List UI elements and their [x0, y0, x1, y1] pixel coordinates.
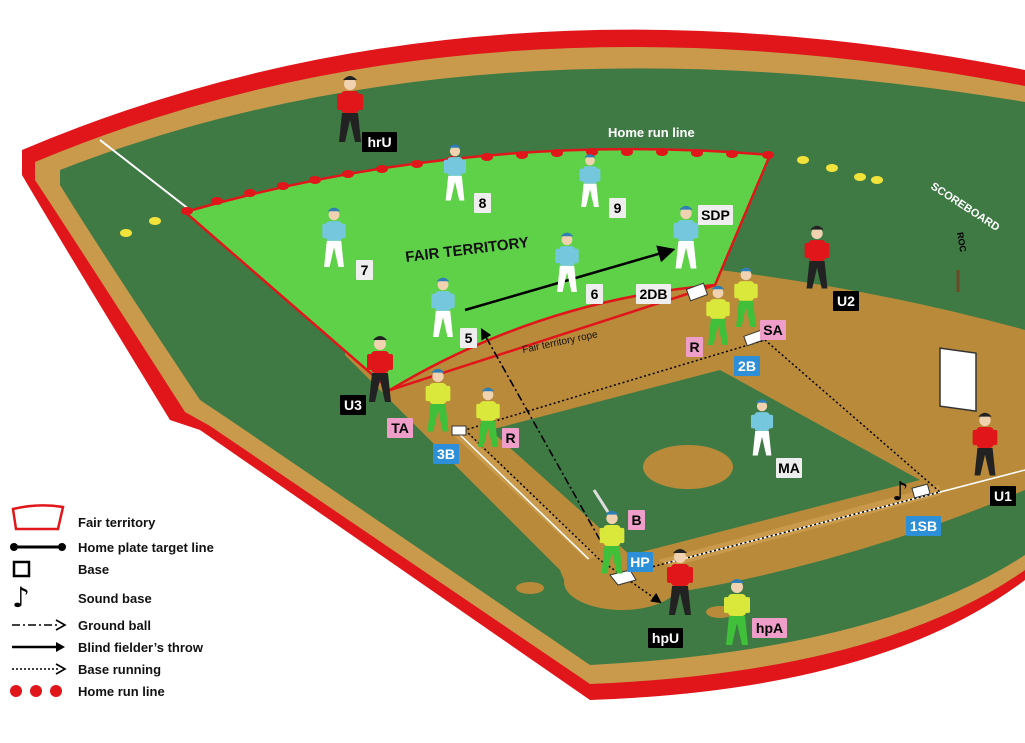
label-text-ta: TA [391, 420, 409, 436]
label-n9: 9 [609, 198, 626, 218]
label-twodb: 2DB [636, 284, 671, 304]
label-text-sdp: SDP [701, 207, 730, 223]
label-sa: SA [760, 320, 786, 340]
legend-label-base: Base [78, 562, 109, 577]
label-text-hpu: hpU [652, 630, 679, 646]
label-twob: 2B [734, 356, 760, 376]
legend-item-base: Base [8, 559, 268, 581]
label-text-ma: MA [778, 460, 800, 476]
base-icon [8, 559, 68, 581]
label-r3: R [502, 428, 519, 448]
legend-label-sound-base: Sound base [78, 591, 152, 606]
label-r2: R [686, 337, 703, 357]
svg-text:♪: ♪ [12, 581, 30, 613]
legend: Fair territory Home plate target line Ba… [8, 503, 268, 703]
label-threeb: 3B [433, 444, 459, 464]
legend-item-fair-territory: Fair territory [8, 503, 268, 537]
label-u2: U2 [833, 291, 859, 311]
legend-item-ground-ball: Ground ball [8, 615, 268, 637]
label-ma: MA [776, 458, 802, 478]
label-n8: 8 [474, 193, 491, 213]
legend-item-base-running: Base running [8, 659, 268, 681]
label-text-twodb: 2DB [639, 286, 667, 302]
third-base [452, 426, 466, 435]
label-text-threeb: 3B [437, 446, 455, 462]
label-text-b: B [631, 512, 641, 528]
label-hru: hrU [362, 132, 397, 152]
label-text-onesb: 1SB [910, 518, 937, 534]
label-text-twob: 2B [738, 358, 756, 374]
label-text-n9: 9 [614, 200, 622, 216]
legend-label-home-run-line: Home run line [78, 684, 165, 699]
label-text-r2: R [689, 339, 699, 355]
home-run-line-label: Home run line [608, 125, 695, 140]
label-text-u3: U3 [344, 397, 362, 413]
legend-label-base-running: Base running [78, 662, 161, 677]
blind-fielder-throw-icon [8, 637, 68, 657]
legend-label-blind-fielder-throw: Blind fielder’s throw [78, 640, 203, 655]
label-u1: U1 [990, 486, 1016, 506]
label-text-u1: U1 [994, 488, 1012, 504]
label-text-hru: hrU [367, 134, 391, 150]
sound-base-icon: ♪ [892, 477, 909, 507]
label-text-hp: HP [630, 554, 649, 570]
legend-label-ground-ball: Ground ball [78, 618, 151, 633]
label-n5: 5 [460, 328, 477, 348]
legend-label-fair-territory: Fair territory [78, 515, 155, 530]
label-text-n5: 5 [465, 330, 473, 346]
on-deck-circle-left [516, 582, 544, 594]
ground-ball-icon [8, 615, 68, 635]
label-text-sa: SA [763, 322, 782, 338]
home-plate-target-line-icon [8, 537, 68, 557]
label-ta: TA [387, 418, 413, 438]
label-text-hpa: hpA [756, 620, 783, 636]
legend-label-home-plate-target-line: Home plate target line [78, 540, 214, 555]
label-b: B [628, 510, 645, 530]
label-u3: U3 [340, 395, 366, 415]
legend-item-blind-fielder-throw: Blind fielder’s throw [8, 637, 268, 659]
label-text-r3: R [505, 430, 515, 446]
home-run-line-icon [8, 681, 68, 701]
legend-item-sound-base: ♪ Sound base [8, 581, 268, 615]
label-text-n7: 7 [361, 262, 369, 278]
legend-item-home-plate-target-line: Home plate target line [8, 537, 268, 559]
label-text-u2: U2 [837, 293, 855, 309]
label-n6: 6 [586, 284, 603, 304]
label-hpa: hpA [752, 618, 787, 638]
base-running-icon [8, 659, 68, 679]
label-text-n6: 6 [591, 286, 599, 302]
label-sdp: SDP [698, 205, 733, 225]
fair-territory-icon [8, 503, 68, 533]
label-onesb: 1SB [906, 516, 941, 536]
label-hp: HP [627, 552, 653, 572]
sound-base-icon-legend: ♪ [8, 581, 68, 613]
label-text-n8: 8 [479, 195, 487, 211]
pitchers-mound [643, 445, 733, 489]
label-n7: 7 [356, 260, 373, 280]
legend-item-home-run-line: Home run line [8, 681, 268, 703]
label-hpu: hpU [648, 628, 683, 648]
